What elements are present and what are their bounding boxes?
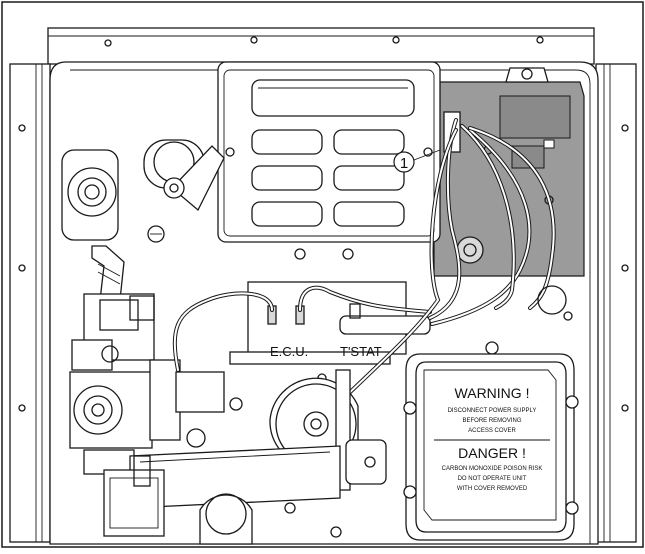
warning-line-1: DISCONNECT POWER SUPPLY — [448, 408, 537, 414]
screw-hole — [250, 36, 258, 44]
cover-screw — [225, 147, 235, 157]
screw-hole — [621, 264, 629, 272]
cover-screw — [423, 147, 433, 157]
danger-line-2: DO NOT OPERATE UNIT — [458, 476, 527, 482]
access-cover: WARNING ! DISCONNECT POWER SUPPLY BEFORE… — [403, 353, 579, 541]
panel-screw — [186, 428, 206, 448]
wiring-harness — [172, 118, 573, 426]
drain-valve — [61, 149, 119, 241]
danger-line-3: WITH COVER REMOVED — [457, 486, 528, 492]
warning-title: WARNING ! — [455, 385, 530, 401]
screw-hole — [621, 404, 629, 412]
ecu-label: E.C.U. — [270, 344, 308, 359]
burner-assembly — [103, 341, 499, 545]
screw-hole — [621, 124, 629, 132]
ecu-tstat-bracket: E.C.U. T'STAT — [229, 281, 431, 383]
callout-marker: 1 — [393, 149, 441, 173]
screw-hole — [104, 39, 112, 47]
side-flanges — [9, 63, 637, 543]
screw-hole — [18, 404, 26, 412]
mounting-screw — [521, 68, 533, 80]
danger-line-1: CARBON MONOXIDE POISON RISK — [442, 466, 543, 472]
tstat-label: T'STAT — [340, 344, 382, 359]
callout-label: 1 — [400, 155, 408, 172]
vent-grille-cover — [217, 61, 441, 243]
warning-line-2: BEFORE REMOVING — [462, 418, 521, 424]
screw-hole — [18, 124, 26, 132]
top-flange — [47, 27, 595, 65]
screw-hole — [18, 264, 26, 272]
warning-line-3: ACCESS COVER — [468, 428, 516, 434]
screw-hole — [536, 36, 544, 44]
danger-title: DANGER ! — [458, 445, 526, 461]
pressure-relief-valve — [143, 139, 225, 212]
ignition-module — [456, 236, 484, 264]
screw-hole — [392, 36, 400, 44]
relief-lever — [171, 145, 225, 212]
